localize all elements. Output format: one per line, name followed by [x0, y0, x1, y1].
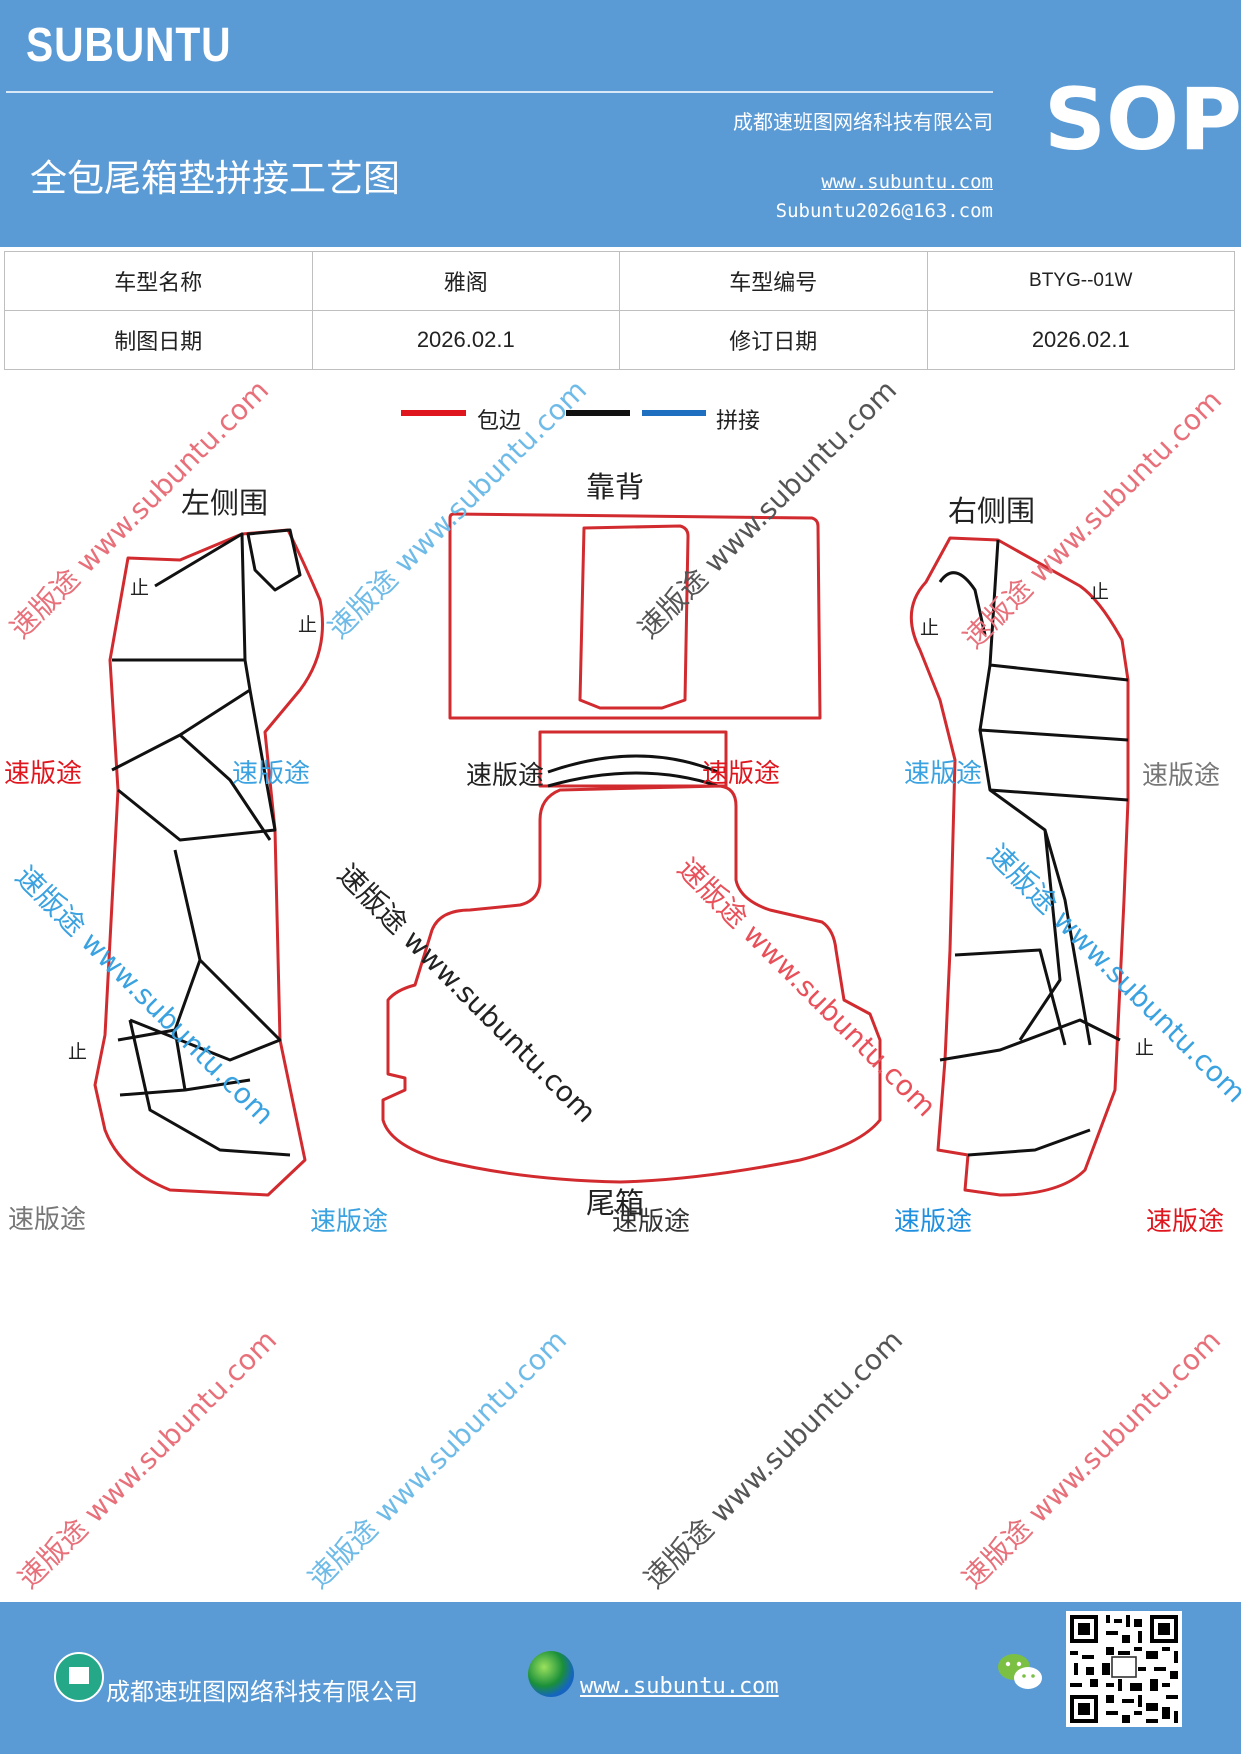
watermark-diagonal: 速版途 www.subuntu.com [322, 373, 594, 645]
watermark-short: 速版途 [466, 761, 544, 791]
stop-mark: 止 [130, 577, 149, 599]
watermark-diagonal: 速版途 www.subuntu.com [956, 1323, 1228, 1595]
stop-mark: 止 [298, 614, 317, 636]
short-watermarks: 速版途 速版途 速版途 速版途 速版途 速版途 速版途 速版途 速版途 速版途 … [4, 759, 1224, 1237]
model-code-value: BTYG--01W [926, 251, 1235, 311]
table-row: 车型名称 雅阁 车型编号 BTYG--01W [4, 251, 1235, 311]
watermark-short: 速版途 [894, 1207, 972, 1237]
wechat-icon [998, 1654, 1042, 1689]
right-side-panel: 止 止 止 [909, 536, 1154, 1197]
legend-label-splice: 拼接 [716, 409, 760, 434]
table-row: 制图日期 2026.02.1 修订日期 2026.02.1 [4, 310, 1235, 370]
label-trunk: 尾箱 [586, 1186, 644, 1220]
draw-date-label: 制图日期 [4, 310, 313, 370]
revise-date-label: 修订日期 [619, 310, 928, 370]
watermark-diagonal: 速版途 www.subuntu.com [302, 1323, 574, 1595]
watermark-diagonal: 速版途 www.subuntu.com [331, 858, 603, 1130]
watermark-short: 速版途 [702, 759, 780, 789]
stop-mark: 止 [1090, 581, 1109, 603]
header-divider [6, 91, 993, 93]
label-left-side: 左侧围 [181, 486, 268, 520]
label-back: 靠背 [586, 470, 644, 504]
diagonal-watermarks: 速版途 www.subuntu.com 速版途 www.subuntu.com … [4, 373, 1241, 1595]
watermark-short: 速版途 [612, 1207, 690, 1237]
draw-date-value: 2026.02.1 [311, 310, 620, 370]
legend: 包边 拼接 [401, 409, 760, 434]
company-name: 成都速班图网络科技有限公司 [733, 110, 993, 134]
watermark-short: 速版途 [904, 759, 982, 789]
watermark-short: 速版途 [310, 1207, 388, 1237]
sop-badge: SOP [1044, 70, 1241, 170]
stop-mark: 止 [920, 617, 939, 639]
watermark-diagonal: 速版途 www.subuntu.com [12, 1323, 284, 1595]
header-band [0, 0, 1241, 247]
model-name-label: 车型名称 [4, 251, 313, 311]
revise-date-value: 2026.02.1 [926, 310, 1235, 370]
watermark-short: 速版途 [4, 759, 82, 789]
backrest-panel [448, 512, 822, 788]
watermark-short: 速版途 [8, 1205, 86, 1235]
page-title: 全包尾箱垫拼接工艺图 [30, 157, 400, 200]
model-name-value: 雅阁 [311, 251, 620, 311]
trunk-floor-panel [381, 784, 882, 1184]
left-side-panel: 止 止 止 [68, 528, 324, 1197]
model-info-table: 车型名称 雅阁 车型编号 BTYG--01W 制图日期 2026.02.1 修订… [4, 251, 1235, 370]
watermark-short: 速版途 [1146, 1207, 1224, 1237]
watermark-short: 速版途 [232, 759, 310, 789]
footer-url[interactable]: www.subuntu.com [580, 1674, 779, 1699]
label-right-side: 右侧围 [948, 494, 1035, 528]
stop-mark: 止 [68, 1041, 87, 1063]
globe-icon [528, 1651, 574, 1697]
qr-code[interactable] [1066, 1611, 1182, 1727]
model-code-label: 车型编号 [619, 251, 928, 311]
watermark-diagonal: 速版途 www.subuntu.com [671, 852, 943, 1124]
watermark-diagonal: 速版途 www.subuntu.com [4, 373, 276, 645]
brand-logo: SUBUNTU [26, 19, 232, 72]
stop-mark: 止 [1135, 1037, 1154, 1059]
footer-company: 成都速班图网络科技有限公司 [106, 1678, 418, 1706]
watermark-diagonal: 速版途 www.subuntu.com [9, 860, 281, 1132]
watermark-diagonal: 速版途 www.subuntu.com [638, 1323, 910, 1595]
watermark-diagonal: 速版途 www.subuntu.com [981, 838, 1241, 1110]
legend-label-edge: 包边 [477, 409, 521, 434]
website-link[interactable]: www.subuntu.com [821, 171, 993, 193]
watermark-diagonal: 速版途 www.subuntu.com [957, 383, 1229, 655]
watermark-short: 速版途 [1142, 761, 1220, 791]
email-address: Subuntu2026@163.com [775, 200, 993, 222]
watermark-diagonal: 速版途 www.subuntu.com [632, 373, 904, 645]
home-icon [54, 1652, 104, 1702]
